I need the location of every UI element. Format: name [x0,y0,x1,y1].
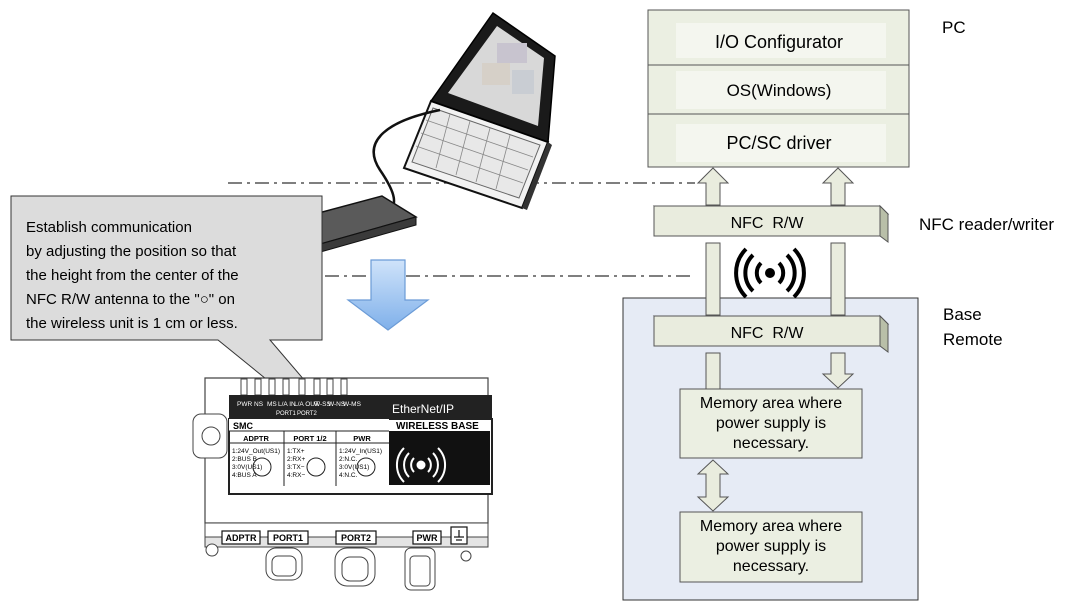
arrow-pc-rw-right [821,167,855,206]
led-label-5: W-SS [314,401,332,408]
adptr-pin-3: 3:0V(US1) [232,464,262,471]
arrow-rw-memory-right [821,352,855,389]
callout-line-4: NFC R/W antenna to the "○" on [26,291,235,308]
laptop-icon [402,11,556,210]
memory-area-2-line3: necessary. [733,558,809,575]
panel-title: WIRELESS BASE [396,421,479,432]
ethernet-ip-logo: EtherNet/IP [392,402,454,416]
adptr-pin-1: 1:24V_Out(US1) [232,448,280,455]
port-label-adptr: ADPTR [226,533,257,543]
port-label-port2: PORT2 [341,533,371,543]
port-pin-4: 4:RX− [287,472,305,479]
down-arrow-icon [346,259,430,331]
pcsc-driver-layer [676,124,886,162]
port-pin-1: 1:TX+ [287,448,305,455]
adptr-pin-4: 4:BUS A [232,472,257,479]
memory-area-1-line3: necessary. [733,435,809,452]
pwr-pin-4: 4:N.C. [339,472,358,479]
pwr-pin-1: 1:24V_In(US1) [339,448,382,455]
led-label-0: PWR [237,401,252,408]
nfc-rw-base-box [653,315,881,347]
nfc-rw-reader-label: NFC R/W [731,215,805,232]
nfc-rw-base-label: NFC R/W [731,325,805,342]
col-title-adptr: ADPTR [243,434,269,443]
os-layer [676,71,886,109]
col-title-pwr: PWR [353,434,371,443]
led-label-3: L/A IN [278,401,296,408]
callout-line-1: Establish communication [26,219,192,236]
callout-line-5: the wireless unit is 1 cm or less. [26,315,238,332]
arrow-memory-1-2 [696,459,730,512]
wireless-signal-icon [734,247,806,299]
base-label: Base [943,305,982,324]
memory-area-2-line2: power supply is [716,538,826,555]
memory-area-2 [679,511,863,583]
led-sublabel-0: PORT1 [276,411,297,417]
io-configurator-layer [676,23,886,58]
io-configurator-label: I/O Configurator [715,32,843,52]
nfc-rw-reader-box [653,205,881,237]
memory-area-2-line1: Memory area where [700,518,842,535]
led-label-6: W-NS [328,401,346,408]
port-pin-2: 2:RX+ [287,456,305,463]
nfc-mark-icon [395,447,447,483]
ground-icon [450,526,468,545]
memory-area-1-line1: Memory area where [700,395,842,412]
callout-line-2: by adjusting the position so that [26,243,237,260]
adptr-pin-2: 2:BUS B [232,456,257,463]
col-title-port: PORT 1/2 [293,434,326,443]
maker-logo: SMC [233,421,254,431]
port-label-port1: PORT1 [273,533,303,543]
os-label: OS(Windows) [727,81,832,100]
callout-line-3: the height from the center of the [26,267,239,284]
arrow-pc-rw-left [696,167,730,206]
pcsc-driver-label: PC/SC driver [726,133,831,153]
port-pin-3: 3:TX− [287,464,305,471]
led-label-1: NS [254,401,264,408]
led-label-7: W-MS [343,401,362,408]
pwr-pin-3: 3:0V(US1) [339,464,369,471]
pc-label: PC [942,18,966,37]
remote-label: Remote [943,330,1003,349]
wireless-base-device [192,377,493,591]
port-label-pwr: PWR [417,533,438,543]
memory-area-1-line2: power supply is [716,415,826,432]
led-label-4: L/A OUT [294,401,319,408]
pwr-pin-2: 2:N.C. [339,456,358,463]
led-sublabel-1: PORT2 [297,411,318,417]
memory-area-1 [679,388,863,459]
nfc-reader-writer-label: NFC reader/writer [919,215,1054,234]
led-label-2: MS [267,401,277,408]
